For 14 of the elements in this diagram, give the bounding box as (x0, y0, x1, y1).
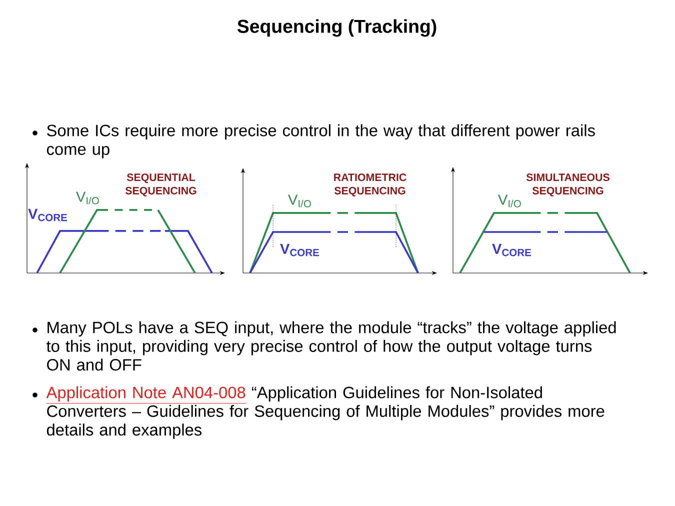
signal-label: V$_{CORE}$ (492, 244, 531, 256)
bullet-text: Some ICs require more precise control in the way that different power rails come up (46, 124, 595, 158)
signal-label: V$_{I/O}$ (498, 194, 521, 208)
signal-label: V$_{I/O}$ (76, 192, 99, 204)
signal-label: V$_{CORE}$ (28, 208, 67, 222)
chart-title: SEQUENTIAL SEQUENCING (125, 174, 196, 196)
chart-title: RATIOMETRIC SEQUENCING (334, 174, 406, 196)
chart-title: SIMULTANEOUS SEQUENCING (526, 174, 610, 196)
bullet-text: Many POLs have a SEQ input, where the module “tracks” the voltage applied to this input, providing very precise control of how the output voltage turns ON and OFF (46, 321, 616, 371)
signal-label: V$_{CORE}$ (280, 244, 319, 256)
bullet-text: Application Note AN04-008 “Application Guidelines for Non-Isolated Converters – Guidelines for Sequencing of Multiple Modules” provides more details and examples (46, 386, 604, 439)
title: Sequencing (Tracking) (237, 19, 436, 37)
link: Application Note AN04-008 (46, 386, 246, 404)
signal-label: V$_{I/O}$ (288, 194, 311, 208)
